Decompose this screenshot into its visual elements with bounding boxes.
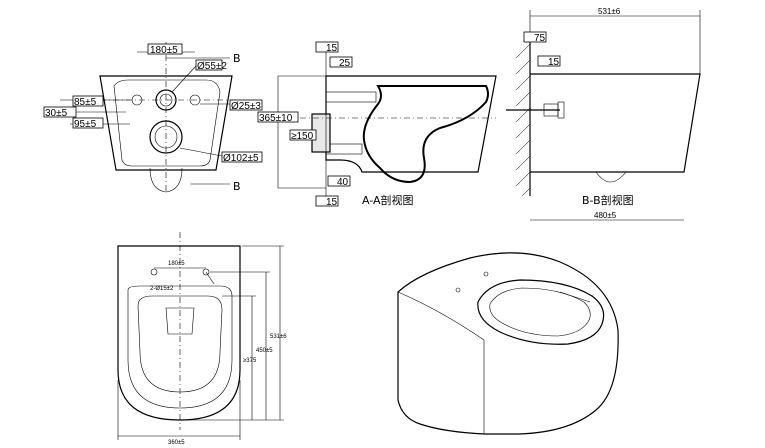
bb-dim-text-75: 75 xyxy=(534,33,546,44)
top-view-bowl-opening xyxy=(137,295,223,393)
perspective-outer-body xyxy=(397,252,619,435)
perspective-bowl-inner xyxy=(489,287,591,337)
bb-bowl-bottom xyxy=(595,171,627,183)
aa-dim-box-365 xyxy=(257,111,299,123)
aa-bowl-outline xyxy=(325,75,497,173)
front-view: B B 180±5 Ø55±2 Ø25±3 Ø102±5 85±5 30±5 9… xyxy=(43,42,263,194)
dim-text-d25: Ø25±3 xyxy=(231,101,261,112)
bb-bolt-washer xyxy=(557,101,565,119)
top-view-hole-left xyxy=(150,268,158,276)
aa-dim-box-25 xyxy=(329,56,353,68)
dim-box-d25 xyxy=(229,99,263,111)
label-b-top: B xyxy=(233,52,241,65)
perspective-bowl-rim xyxy=(477,279,605,345)
top-view-dim-text-450: 450±5 xyxy=(256,348,273,354)
top-view-hole-right xyxy=(202,268,210,276)
aa-dim-text-150: ≥150 xyxy=(291,131,314,142)
perspective-view xyxy=(397,252,619,435)
top-view: 180±5 2-Ø15±2 531±6 450±5 ≥375 360±5 xyxy=(117,232,287,446)
aa-dim-box-150 xyxy=(289,129,317,141)
dim-text-30: 30±5 xyxy=(45,108,68,119)
bb-dim-text-531: 531±6 xyxy=(598,7,621,16)
front-view-inner-outline xyxy=(113,79,221,167)
perspective-hole-left xyxy=(455,287,461,293)
top-view-rim xyxy=(127,285,233,409)
aa-dim-text-15-bottom: 15 xyxy=(326,197,338,208)
dim-box-d102 xyxy=(221,151,263,163)
aa-dim-box-15-top xyxy=(315,41,339,53)
dim-text-85: 85±5 xyxy=(74,97,97,108)
dim-box-30 xyxy=(43,106,77,118)
leader-d55 xyxy=(171,65,197,93)
bb-dim-text-480: 480±5 xyxy=(594,211,617,220)
bb-wall xyxy=(516,40,530,194)
base-curve xyxy=(149,167,183,193)
bb-bowl-outline xyxy=(530,73,701,173)
perspective-front-face xyxy=(397,291,485,434)
aa-inlet-pipe xyxy=(325,91,377,103)
aa-dim-text-365: 365±10 xyxy=(259,113,293,124)
leader-d102 xyxy=(179,147,223,157)
dim-box-95 xyxy=(72,117,104,129)
bb-dim-box-15 xyxy=(537,55,561,67)
aa-dim-text-40: 40 xyxy=(337,177,349,188)
dim-text-d55: Ø55±2 xyxy=(197,61,227,72)
dim-text-95: 95±5 xyxy=(74,119,97,130)
top-view-dim-text-375: ≥375 xyxy=(243,358,257,364)
top-view-dim-text-holes: 2-Ø15±2 xyxy=(150,286,174,292)
bb-dim-text-15: 15 xyxy=(548,57,560,68)
top-view-dim-text-360: 360±5 xyxy=(168,440,185,446)
section-a-a: 15 25 365±10 ≥150 40 15 A-A剖视图 xyxy=(257,41,497,208)
top-view-dim-text-180: 180±5 xyxy=(168,261,185,267)
aa-dim-box-15-bottom xyxy=(315,195,339,207)
top-view-outlet xyxy=(165,307,195,335)
bb-dim-box-75 xyxy=(523,31,547,43)
aa-dim-text-15-top: 15 xyxy=(326,43,338,54)
dim-box-d55 xyxy=(195,59,223,71)
dim-text-180: 180±5 xyxy=(150,45,178,56)
bb-wall-hatch xyxy=(515,43,531,197)
label-b-bottom: B xyxy=(233,180,241,193)
perspective-hole-right xyxy=(483,271,489,277)
perspective-flush-rim xyxy=(559,291,591,303)
aa-dim-text-25: 25 xyxy=(339,58,351,69)
top-view-dim-text-531: 531±6 xyxy=(270,334,287,340)
bb-caption: B-B剖视图 xyxy=(582,193,634,207)
top-view-leader-holes xyxy=(205,271,215,285)
dim-box-85 xyxy=(72,95,104,107)
section-b-b: 531±6 75 15 480±5 B-B剖视图 xyxy=(506,7,701,221)
aa-dim-box-40 xyxy=(327,175,351,187)
front-view-outline xyxy=(99,75,233,171)
dim-box-180 xyxy=(147,43,183,55)
aa-bowl-inner-wall xyxy=(362,85,489,184)
aa-caption: A-A剖视图 xyxy=(362,193,414,207)
aa-outlet-pipe xyxy=(325,143,363,155)
dim-text-d102: Ø102±5 xyxy=(223,153,259,164)
